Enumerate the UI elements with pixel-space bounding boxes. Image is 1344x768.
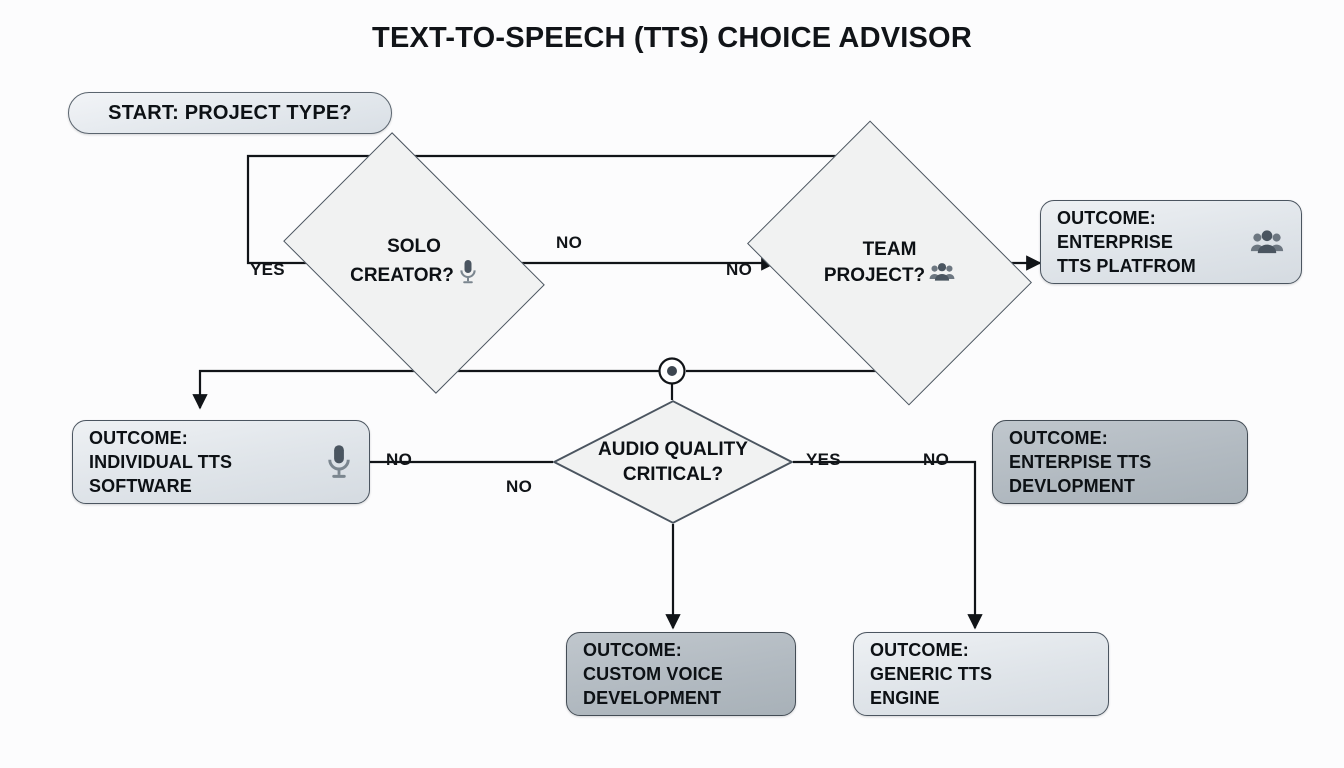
microphone-icon: [315, 443, 353, 481]
decision-audio-quality[interactable]: AUDIO QUALITY CRITICAL?: [552, 400, 794, 524]
edge-label-team-in-no: NO: [726, 260, 753, 279]
outcome-generic-engine-line2: ENGINE: [870, 688, 940, 708]
decision-audio-quality-line2: CRITICAL?: [622, 464, 724, 485]
decision-team-project-line1: TEAM: [862, 239, 917, 260]
decision-solo-creator-line2: CREATOR?: [350, 265, 454, 286]
outcome-individual-software-text: OUTCOME: INDIVIDUAL TTS SOFTWARE: [89, 426, 232, 498]
decision-audio-quality-line1: AUDIO QUALITY: [598, 439, 748, 460]
outcome-enterprise-development-line2: DEVLOPMENT: [1009, 476, 1136, 496]
edge-label-audio-in-no-bottom: NO: [506, 477, 533, 496]
decision-solo-creator[interactable]: SOLO CREATOR?: [283, 132, 545, 394]
outcome-custom-voice[interactable]: OUTCOME: CUSTOM VOICE DEVELOPMENT: [566, 632, 796, 716]
edge-label-audio-yes: YES: [806, 450, 841, 469]
outcome-individual-software-head: OUTCOME:: [89, 428, 188, 448]
outcome-custom-voice-line1: CUSTOM VOICE: [583, 664, 723, 684]
edge-label-solo-yes: YES: [250, 260, 285, 279]
outcome-individual-software-line1: INDIVIDUAL TTS: [89, 452, 233, 472]
outcome-enterprise-development-head: OUTCOME:: [1009, 428, 1108, 448]
decision-team-project-line2: PROJECT?: [823, 265, 926, 286]
edge-label-audio-out-no: NO: [923, 450, 950, 469]
decision-solo-creator-label: SOLO CREATOR?: [306, 186, 522, 340]
page-title: TEXT-TO-SPEECH (TTS) CHOICE ADVISOR: [372, 22, 972, 54]
outcome-custom-voice-text: OUTCOME: CUSTOM VOICE DEVELOPMENT: [583, 638, 723, 710]
outcome-enterprise-platform-line1: ENTERPRISE: [1057, 232, 1174, 252]
outcome-enterprise-platform[interactable]: OUTCOME: ENTERPRISE TTS PLATFROM: [1040, 200, 1302, 284]
diamond-shape: [552, 400, 794, 524]
people-group-icon: [929, 262, 955, 289]
outcome-enterprise-platform-line2: TTS PLATFROM: [1057, 256, 1196, 276]
outcome-custom-voice-head: OUTCOME:: [583, 640, 682, 660]
outcome-generic-engine-text: OUTCOME: GENERIC TTS ENGINE: [870, 638, 992, 710]
edge-label-solo-no: NO: [556, 233, 583, 252]
outcome-enterprise-development[interactable]: OUTCOME: ENTERPISE TTS DEVLOPMENT: [992, 420, 1248, 504]
start-node-label: START: PROJECT TYPE?: [108, 101, 352, 124]
outcome-enterprise-platform-text: OUTCOME: ENTERPRISE TTS PLATFROM: [1057, 206, 1196, 278]
decision-solo-creator-line1: SOLO: [387, 236, 441, 257]
outcome-individual-software-line2: SOFTWARE: [89, 476, 192, 496]
outcome-generic-engine-line1: GENERIC TTS: [870, 664, 993, 684]
edge-label-audio-in-no-top: NO: [386, 450, 413, 469]
outcome-enterprise-development-line1: ENTERPISE TTS: [1009, 452, 1152, 472]
decision-team-project[interactable]: TEAM PROJECT?: [747, 120, 1032, 406]
decision-audio-quality-label: AUDIO QUALITY CRITICAL?: [553, 400, 793, 524]
outcome-enterprise-development-text: OUTCOME: ENTERPISE TTS DEVLOPMENT: [1009, 426, 1151, 498]
edge-audio-yes-right: [793, 460, 983, 630]
decision-team-project-label: TEAM PROJECT?: [775, 176, 1004, 350]
junction-node: [658, 357, 686, 385]
outcome-generic-engine-head: OUTCOME:: [870, 640, 969, 660]
outcome-generic-engine[interactable]: OUTCOME: GENERIC TTS ENGINE: [853, 632, 1109, 716]
start-node[interactable]: START: PROJECT TYPE?: [68, 92, 392, 134]
outcome-custom-voice-line2: DEVELOPMENT: [583, 688, 722, 708]
outcome-enterprise-platform-head: OUTCOME:: [1057, 208, 1156, 228]
outcome-individual-software[interactable]: OUTCOME: INDIVIDUAL TTS SOFTWARE: [72, 420, 370, 504]
people-group-icon: [1239, 229, 1285, 255]
microphone-icon: [458, 259, 478, 292]
